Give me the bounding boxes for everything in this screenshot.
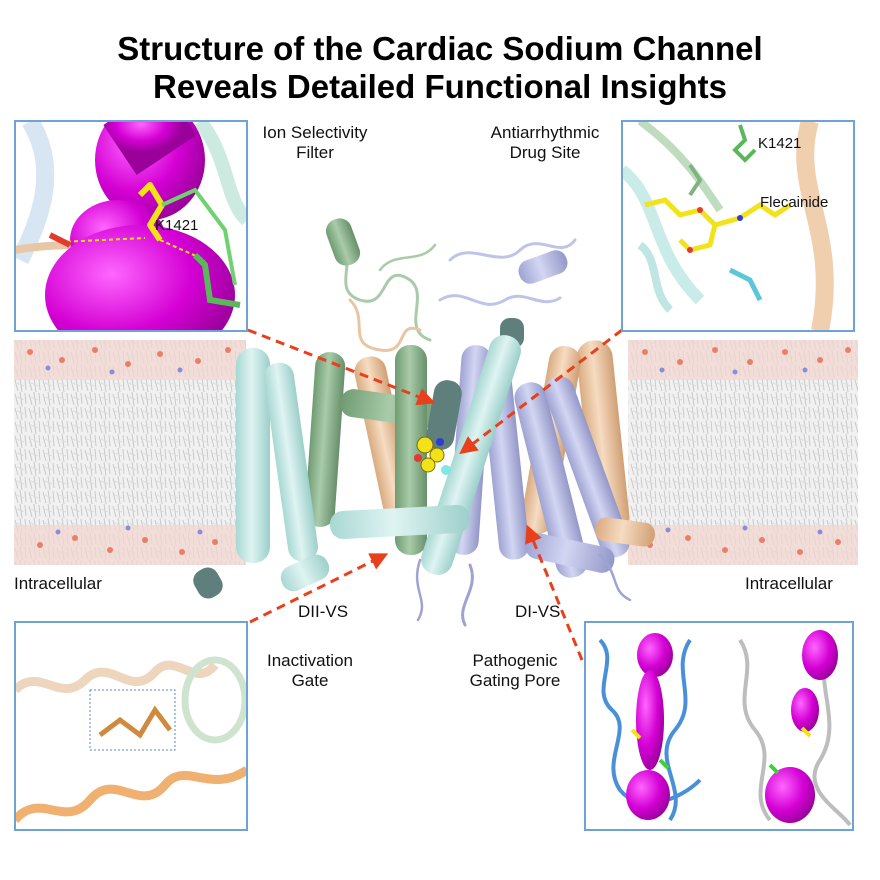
- title-line-2: Reveals Detailed Functional Insights: [153, 68, 727, 105]
- label-di-vs: DI-VS: [515, 602, 561, 621]
- flecainide-molecule: [414, 436, 451, 475]
- label-drug-site: Antiarrhythmic Drug Site: [490, 123, 600, 162]
- label-dii-vs: DII-VS: [298, 602, 349, 621]
- label-intracellular-left: Intracellular: [14, 574, 102, 593]
- intracellular-loops: [415, 553, 632, 627]
- figure-title: Structure of the Cardiac Sodium Channel …: [0, 30, 880, 106]
- arrow-inactivation-gate: [249, 553, 389, 624]
- extracellular-loops: [338, 228, 577, 352]
- label-selectivity-filter: Ion Selectivity Filter: [262, 123, 368, 162]
- residue-label-left: K1421: [155, 217, 198, 234]
- callout-arrows: [247, 328, 623, 661]
- label-inactivation-gate: Inactivation Gate: [267, 651, 353, 690]
- arrow-drug-site: [459, 328, 623, 455]
- membrane-right: [628, 340, 858, 565]
- inset-inactivation-gate: [14, 621, 248, 831]
- label-intracellular-right: Intracellular: [745, 574, 833, 593]
- extracellular-helices: [325, 218, 568, 348]
- drug-label: Flecainide: [760, 194, 828, 211]
- inset-drug-site: K1421 Flecainide: [621, 120, 855, 332]
- inset-gating-pore: [584, 621, 854, 831]
- inset-selectivity-filter: K1421: [14, 120, 248, 332]
- label-gating-pore: Pathogenic Gating Pore: [469, 651, 561, 690]
- arrow-selectivity-filter: [247, 328, 436, 406]
- membrane-left: [14, 340, 246, 565]
- title-line-1: Structure of the Cardiac Sodium Channel: [117, 30, 763, 67]
- arrow-gating-pore: [525, 524, 584, 661]
- residue-label-right: K1421: [758, 135, 801, 152]
